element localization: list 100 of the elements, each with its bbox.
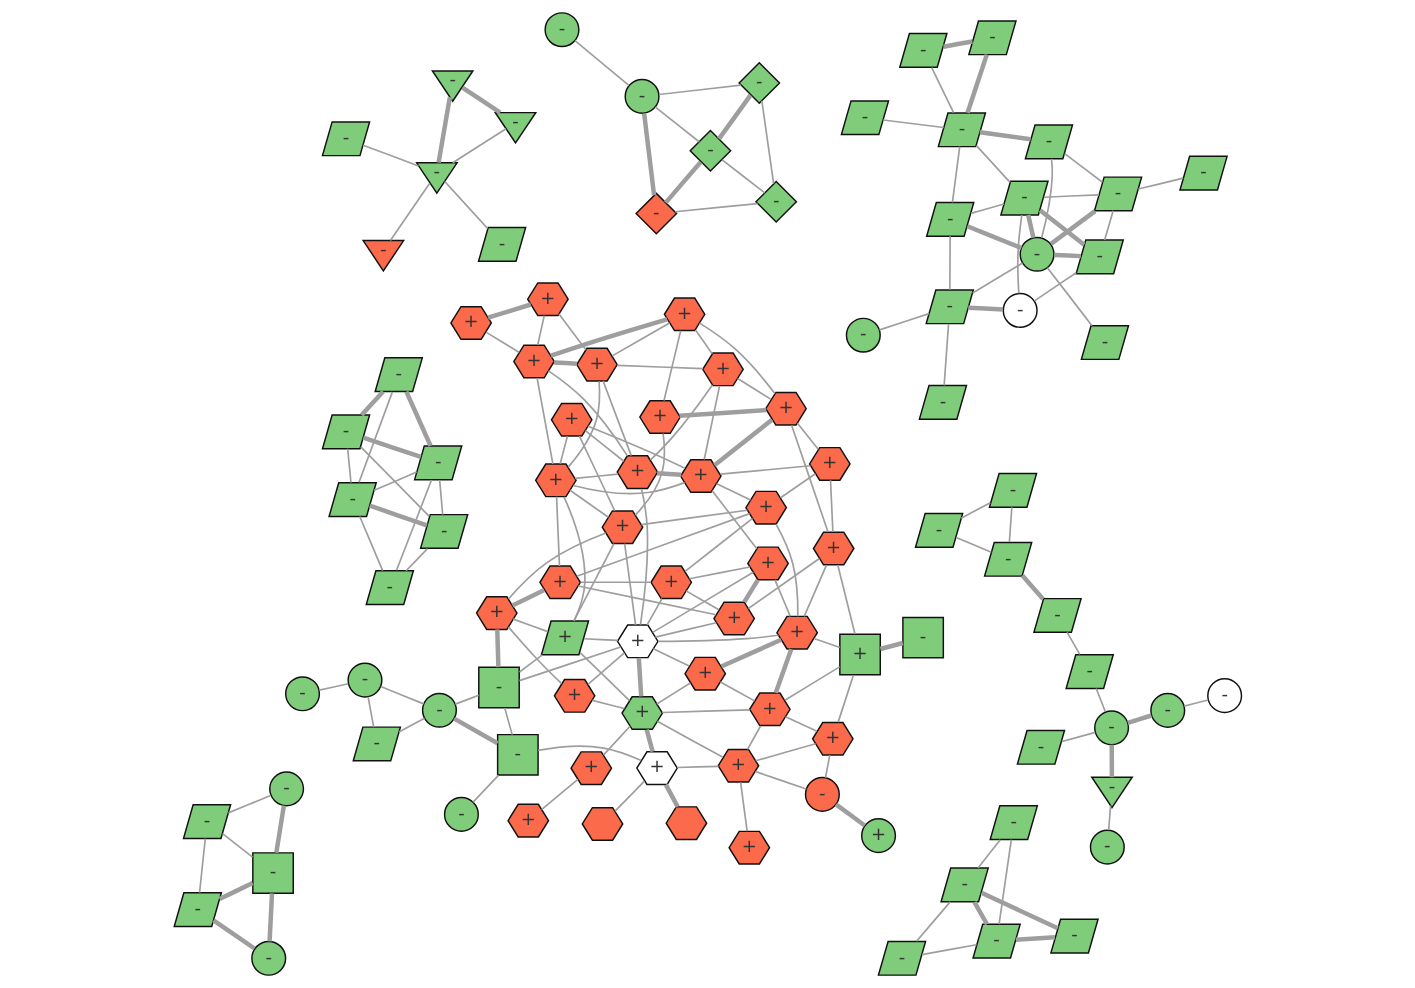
connector <box>1040 158 1053 239</box>
connector <box>971 262 1023 294</box>
connector <box>829 479 834 533</box>
connector <box>997 838 1012 925</box>
connector <box>656 720 724 759</box>
connector <box>613 780 645 812</box>
connector <box>507 626 562 685</box>
connector <box>802 564 827 618</box>
connector <box>359 446 430 518</box>
connector <box>511 618 549 633</box>
connector <box>557 313 587 351</box>
connector <box>644 729 655 753</box>
connector <box>747 557 820 610</box>
connector <box>1182 699 1209 707</box>
connector <box>930 66 954 114</box>
connector <box>836 564 856 635</box>
connector <box>715 482 751 501</box>
connector <box>719 464 811 476</box>
connector <box>368 503 428 528</box>
connector <box>575 512 750 578</box>
connector <box>719 637 782 669</box>
connector <box>1025 214 1036 239</box>
connector <box>976 838 1001 869</box>
connector <box>954 536 992 554</box>
connector <box>586 652 625 686</box>
connector <box>1053 252 1081 259</box>
connector <box>572 542 615 622</box>
node-circle: - <box>543 12 580 48</box>
connector <box>760 99 774 185</box>
connector <box>566 380 600 468</box>
connector <box>1042 193 1100 199</box>
connector <box>198 837 206 894</box>
connector <box>790 424 829 533</box>
node-hexagon <box>664 806 707 841</box>
connector <box>357 391 393 484</box>
connector <box>359 390 385 417</box>
connector <box>1094 687 1106 713</box>
connector <box>510 588 545 608</box>
node-circle: - <box>443 796 479 832</box>
connector <box>623 542 636 626</box>
connector <box>1063 152 1103 184</box>
connector <box>227 794 271 814</box>
connector <box>920 943 977 956</box>
connector <box>1107 804 1111 831</box>
connector <box>654 621 717 638</box>
connector <box>773 579 791 618</box>
connector <box>683 517 753 573</box>
node-box: - <box>251 852 294 895</box>
connector <box>266 893 274 942</box>
connector <box>583 429 625 463</box>
node-diamond: - <box>634 192 678 235</box>
connector <box>1049 209 1096 246</box>
connector <box>796 422 819 451</box>
connector <box>915 901 951 943</box>
connector <box>562 496 586 622</box>
connector <box>218 881 254 902</box>
connector <box>573 39 630 87</box>
connector <box>739 781 748 832</box>
node-diamond: - <box>754 180 797 223</box>
connector <box>746 724 761 751</box>
connector <box>675 765 719 769</box>
connector <box>662 329 681 402</box>
connector <box>518 646 622 682</box>
connector <box>660 709 750 714</box>
connector <box>372 471 417 492</box>
connector <box>975 144 1011 184</box>
connector <box>395 479 432 572</box>
connector <box>535 377 554 465</box>
connector <box>571 481 685 495</box>
connector <box>879 640 903 652</box>
connector <box>736 377 772 401</box>
node-circle: - <box>1019 236 1055 272</box>
connector <box>503 707 513 736</box>
connector <box>979 130 1031 142</box>
connector <box>972 901 989 926</box>
connector <box>471 774 499 803</box>
connector <box>694 329 713 355</box>
node-circle: - <box>268 771 304 807</box>
connector <box>1033 271 1077 302</box>
node-circle: - <box>284 676 320 712</box>
connector <box>591 699 625 710</box>
connector <box>784 715 818 733</box>
connector <box>610 322 670 357</box>
connector <box>652 648 690 667</box>
node-circle: - <box>1206 678 1242 714</box>
connector <box>1126 713 1152 725</box>
node-box: - <box>477 666 520 709</box>
connector <box>1103 210 1114 241</box>
connector <box>942 323 949 387</box>
connector <box>702 385 720 461</box>
connector <box>1060 731 1096 743</box>
connector <box>966 224 1022 251</box>
connector <box>656 634 779 643</box>
node-circle: - <box>1149 692 1185 728</box>
connector <box>1108 744 1114 778</box>
connector <box>601 380 632 457</box>
connector <box>639 488 648 626</box>
connector <box>754 742 816 762</box>
connector <box>540 778 579 811</box>
connector <box>602 725 631 756</box>
